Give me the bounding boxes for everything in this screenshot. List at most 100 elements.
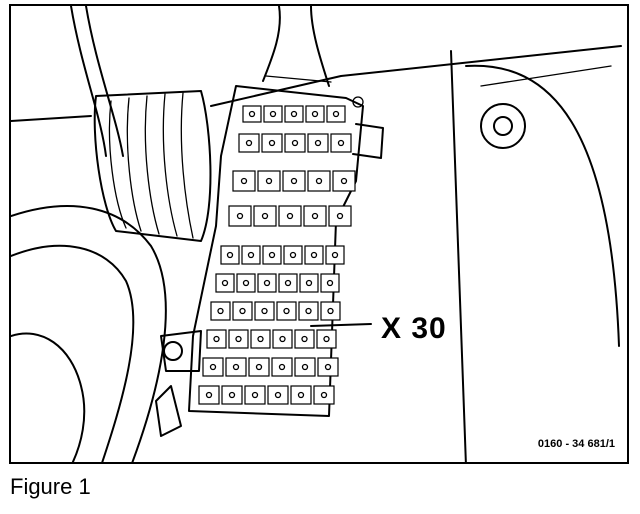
fuse-cell (283, 245, 303, 265)
fuse-cell (215, 273, 235, 293)
fuse-contact (310, 251, 318, 259)
fuse-contact (247, 251, 255, 259)
fuse-contact (232, 363, 240, 371)
fuse-contact (301, 335, 308, 343)
fuse-cell (325, 245, 345, 265)
fuse-cell (330, 133, 352, 153)
fuse-cell (257, 170, 281, 192)
fuse-contact (315, 177, 323, 185)
fuse-cell (313, 385, 335, 405)
fuse-contact (209, 363, 217, 371)
fuse-cell (254, 301, 275, 321)
fuse-cell (320, 301, 341, 321)
fuse-cell (299, 273, 319, 293)
fuse-cell (228, 329, 249, 349)
fuse-cell (284, 133, 306, 153)
figure-caption: Figure 1 (10, 474, 91, 499)
fuse-contact (251, 391, 259, 399)
fuse-cell (206, 329, 227, 349)
fuse-contact (336, 212, 344, 220)
fuse-cell (317, 357, 339, 377)
figure-frame: X 30 0160 - 34 681/1 (9, 4, 629, 464)
fuse-cell-grid (198, 105, 356, 405)
fuse-cell (278, 273, 298, 293)
fuse-cell (250, 329, 271, 349)
mounting-bolt (480, 103, 526, 149)
fuse-contact (327, 307, 334, 315)
fuse-contact (268, 251, 276, 259)
fuse-contact (337, 139, 345, 147)
fuse-cell (326, 105, 346, 123)
fuse-contact (284, 279, 292, 287)
fuse-cell (241, 245, 261, 265)
fuse-cell (232, 170, 256, 192)
fuse-contact (326, 279, 334, 287)
rubber-grommet (93, 90, 212, 242)
fuse-cell (262, 245, 282, 265)
fuse-cell (242, 105, 262, 123)
top-cable (262, 6, 332, 87)
fuse-cell (257, 273, 277, 293)
fuse-cell (210, 301, 231, 321)
fuse-contact (305, 307, 312, 315)
fuse-contact (291, 139, 299, 147)
reference-code: 0160 - 34 681/1 (537, 438, 615, 450)
fuse-cell (225, 357, 247, 377)
fuse-contact (213, 335, 220, 343)
fuse-contact (279, 335, 286, 343)
fuse-contact (290, 110, 298, 118)
fuse-cell (316, 329, 337, 349)
fuse-cell (276, 301, 297, 321)
fuse-contact (248, 110, 256, 118)
fuse-contact (261, 307, 268, 315)
wire-harness (11, 6, 167, 462)
fuse-contact (257, 335, 264, 343)
fuse-cell (304, 245, 324, 265)
fuse-contact (324, 363, 332, 371)
fuse-contact (278, 363, 286, 371)
fuse-cell (238, 133, 260, 153)
fuse-contact (340, 177, 348, 185)
fuse-contact (255, 363, 263, 371)
fuse-contact (301, 363, 309, 371)
fuse-contact (269, 110, 277, 118)
fuse-cell (263, 105, 283, 123)
fuse-contact (240, 177, 248, 185)
fuse-contact (320, 391, 328, 399)
fuse-cell (284, 105, 304, 123)
fuse-cell (244, 385, 266, 405)
fuse-box (155, 85, 384, 437)
fuse-contact (311, 212, 319, 220)
fuse-contact (221, 279, 229, 287)
fuse-cell (307, 170, 331, 192)
callout-label: X 30 (381, 312, 447, 345)
fuse-cell (236, 273, 256, 293)
fuse-cell (298, 301, 319, 321)
fuse-cell (332, 170, 356, 192)
fuse-contact (217, 307, 224, 315)
fuse-contact (239, 307, 246, 315)
fuse-cell (320, 273, 340, 293)
fuse-cell (248, 357, 270, 377)
fuse-contact (305, 279, 313, 287)
fuse-contact (236, 212, 244, 220)
fuse-contact (290, 177, 298, 185)
fuse-box-illustration (11, 6, 622, 462)
fuse-cell (220, 245, 240, 265)
fuse-contact (331, 251, 339, 259)
fuse-contact (332, 110, 340, 118)
fuse-cell (278, 205, 302, 227)
fuse-contact (314, 139, 322, 147)
fuse-cell (307, 133, 329, 153)
fuse-cell (294, 329, 315, 349)
panel-outline (11, 45, 622, 462)
fuse-cell (221, 385, 243, 405)
fuse-cell (228, 205, 252, 227)
fuse-cell (202, 357, 224, 377)
fuse-contact (263, 279, 271, 287)
fuse-contact (289, 251, 297, 259)
fuse-contact (235, 335, 242, 343)
fuse-cell (267, 385, 289, 405)
fuse-contact (242, 279, 250, 287)
fuse-cell (294, 357, 316, 377)
